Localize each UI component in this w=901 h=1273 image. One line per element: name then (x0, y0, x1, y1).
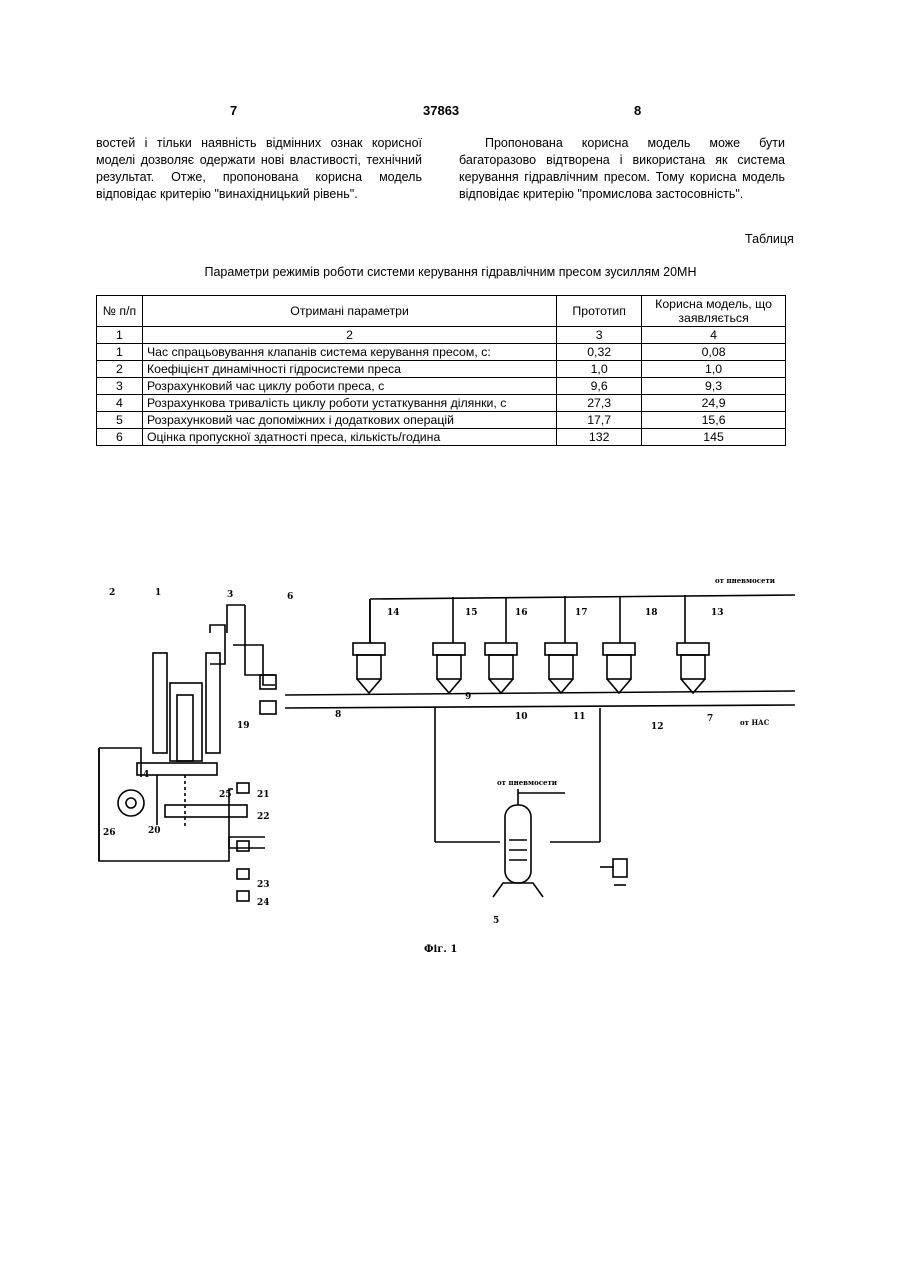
table-row: 5 Розрахунковий час допоміжних і додатко… (97, 412, 786, 429)
table-cell: 3 (97, 378, 143, 395)
table-index-row: 1 2 3 4 (97, 327, 786, 344)
figure-number-label: 15 (465, 608, 478, 618)
page-number-left: 7 (230, 103, 237, 118)
table-cell: Розрахунковий час допоміжних і додаткови… (142, 412, 556, 429)
table-cell: Час спрацьовування клапанів система керу… (142, 344, 556, 361)
table-cell: 0,32 (557, 344, 642, 361)
header-cell: Отримані параметри (142, 296, 556, 327)
figure-number-label: 3 (227, 590, 233, 600)
table-cell: Коефіцієнт динамічності гідросистеми пре… (142, 361, 556, 378)
figure-caption: Фіг. 1 (424, 944, 457, 955)
document-number: 37863 (423, 103, 459, 118)
table-cell: 3 (557, 327, 642, 344)
figure-number-label: 16 (515, 608, 528, 618)
right-paragraph: Пропонована корисна модель може бути баг… (459, 135, 785, 203)
table-cell: 9,3 (642, 378, 786, 395)
right-text-column: Пропонована корисна модель може бути баг… (459, 135, 785, 203)
table-cell: 1,0 (642, 361, 786, 378)
table-cell: 0,08 (642, 344, 786, 361)
figure-number-label: 22 (257, 812, 270, 822)
table-cell: 1 (97, 327, 143, 344)
page-number-right: 8 (634, 103, 641, 118)
figure-number-label: 20 (148, 826, 161, 836)
table-header-row: № п/п Отримані параметри Прототип Корисн… (97, 296, 786, 327)
table-caption: Таблиця (745, 232, 794, 246)
source-label-pneumo: от пневмосети (715, 576, 775, 585)
table-cell: 4 (97, 395, 143, 412)
figure-number-label: 26 (103, 828, 116, 838)
figure-number-label: 9 (465, 692, 471, 702)
figure-number-label: 13 (711, 608, 724, 618)
table-cell: 6 (97, 429, 143, 446)
table-row: 6 Оцінка пропускної здатності преса, кіл… (97, 429, 786, 446)
figure-number-label: 8 (335, 710, 341, 720)
table-row: 2 Коефіцієнт динамічності гідросистеми п… (97, 361, 786, 378)
table-title: Параметри режимів роботи системи керуван… (0, 265, 901, 279)
table-cell: 9,6 (557, 378, 642, 395)
table-row: 4 Розрахункова тривалість циклу роботи у… (97, 395, 786, 412)
left-paragraph: востей і тільки наявність відмінних озна… (96, 135, 422, 203)
figure-number-label: 4 (143, 770, 149, 780)
source-label-nas: от НАС (740, 718, 770, 727)
table-cell: 24,9 (642, 395, 786, 412)
figure-number-label: 11 (573, 712, 586, 722)
parameters-table: № п/п Отримані параметри Прототип Корисн… (96, 295, 786, 446)
table-cell: 1 (97, 344, 143, 361)
figure-number-label: 21 (257, 790, 270, 800)
table-cell: 5 (97, 412, 143, 429)
figure-number-label: 6 (287, 592, 293, 602)
source-label-accumulator: от пневмосети (497, 778, 557, 787)
figure-number-label: 7 (707, 714, 713, 724)
figure-number-label: 1 (155, 588, 161, 598)
header-cell: № п/п (97, 296, 143, 327)
hydraulic-scheme-figure: 2 1 3 6 19 4 25 21 22 23 24 26 20 14 15 … (95, 565, 795, 940)
table-cell: 4 (642, 327, 786, 344)
figure-number-label: 18 (645, 608, 658, 618)
header-cell: Корисна модель, що заявляється (642, 296, 786, 327)
figure-number-label: 17 (575, 608, 588, 618)
table-cell: Розрахунковий час циклу роботи преса, с (142, 378, 556, 395)
table-cell: 27,3 (557, 395, 642, 412)
figure-number-label: 12 (651, 722, 664, 732)
figure-number-label: 2 (109, 588, 115, 598)
table-cell: Оцінка пропускної здатності преса, кільк… (142, 429, 556, 446)
figure-number-label: 5 (493, 916, 499, 926)
left-text-column: востей і тільки наявність відмінних озна… (96, 135, 422, 203)
figure-number-label: 24 (257, 898, 270, 908)
table-cell: 132 (557, 429, 642, 446)
table-cell: 145 (642, 429, 786, 446)
table-row: 1 Час спрацьовування клапанів система ке… (97, 344, 786, 361)
table-cell: 15,6 (642, 412, 786, 429)
table-cell: 2 (142, 327, 556, 344)
figure-number-label: 19 (237, 721, 250, 731)
figure-number-label: 23 (257, 880, 270, 890)
table-cell: 1,0 (557, 361, 642, 378)
figure-number-label: 10 (515, 712, 528, 722)
table-cell: 2 (97, 361, 143, 378)
table-cell: Розрахункова тривалість циклу роботи уст… (142, 395, 556, 412)
figure-number-label: 25 (219, 790, 232, 800)
table-cell: 17,7 (557, 412, 642, 429)
figure-number-label: 14 (387, 608, 400, 618)
table-row: 3 Розрахунковий час циклу роботи преса, … (97, 378, 786, 395)
header-cell: Прототип (557, 296, 642, 327)
